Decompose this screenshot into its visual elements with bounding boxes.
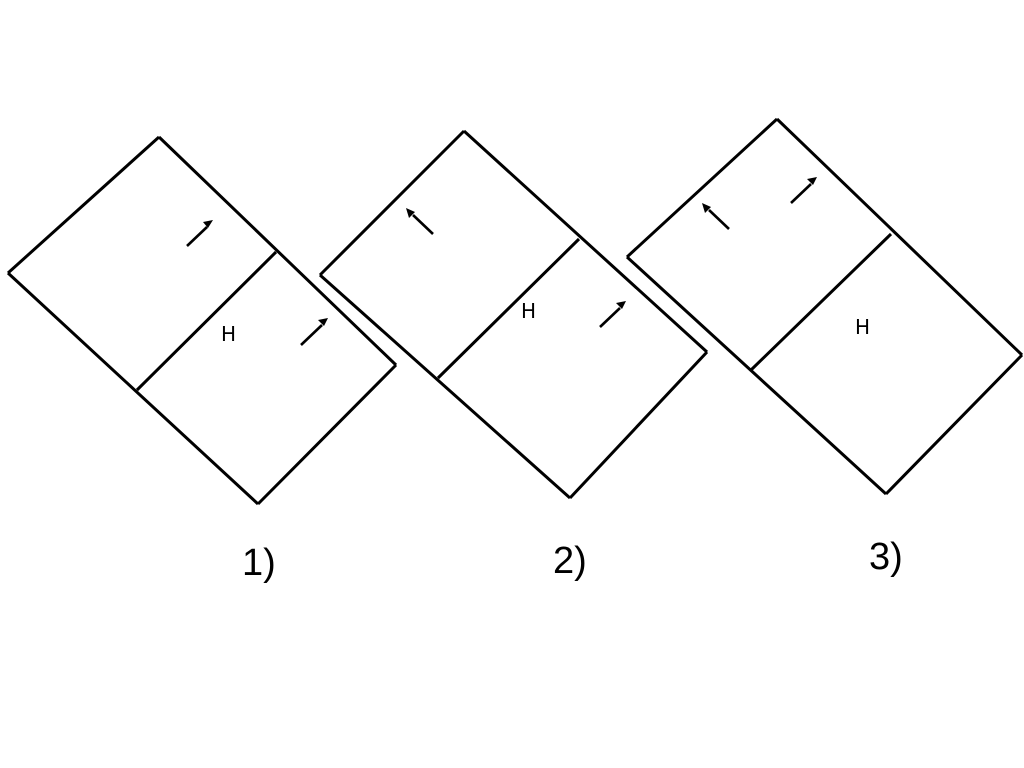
panel-3-bottom-left-edge (625, 255, 888, 496)
panel-1-bottom-left-edge (6, 271, 260, 506)
panel-2-bottom-left-edge (319, 273, 571, 500)
panel-3-arrow-2-shaft (790, 183, 812, 204)
panel-3-top-right-edge (775, 117, 1024, 357)
panel-2-arrow-2-shaft (599, 307, 621, 328)
panel-3-arrow-1-head (702, 203, 711, 213)
panel-1-arrow-2-head (318, 318, 328, 326)
panel-1: H 1) (6, 135, 398, 584)
panel-3-arrow-2 (790, 177, 817, 204)
panel-2: H 2) (318, 129, 709, 582)
panel-1-arrow-2-shaft (300, 324, 323, 346)
panel-1-arrow-1-shaft (186, 226, 208, 247)
panel-1-arrow-1 (186, 220, 213, 247)
panel-2-arrow-2 (599, 301, 626, 328)
panel-1-bottom-right-edge (256, 363, 398, 506)
panel-2-outline (318, 129, 709, 500)
panel-2-number-label: 2) (553, 540, 587, 582)
panel-3-arrow-2-head (807, 177, 817, 185)
panel-3-arrow-1 (702, 203, 730, 230)
panel-3-top-left-edge (625, 117, 779, 259)
panel-2-arrow-2-head (616, 301, 626, 309)
panel-3-divider (749, 232, 893, 372)
panel-3-arrow-1-shaft (708, 209, 730, 230)
panel-3-region-label: H (855, 315, 870, 339)
panel-3-number-label: 3) (869, 536, 903, 578)
panel-1-number-label: 1) (242, 542, 276, 584)
panel-2-bottom-right-edge (568, 350, 709, 500)
panel-2-divider (436, 237, 581, 380)
panel-2-top-left-edge (318, 129, 466, 277)
panel-2-arrow-1 (406, 208, 434, 235)
panel-2-top-right-edge (462, 129, 709, 354)
panel-1-top-right-edge (157, 135, 398, 367)
panel-1-top-left-edge (6, 135, 161, 275)
panel-3: H 3) (625, 117, 1024, 578)
panel-2-arrow-1-shaft (412, 214, 434, 235)
panel-3-bottom-right-edge (884, 353, 1024, 496)
panel-1-outline (6, 135, 398, 506)
panel-1-divider (135, 250, 278, 392)
panel-2-arrow-1-head (406, 208, 415, 218)
panel-1-arrow-1-head (203, 220, 213, 228)
panel-3-outline (625, 117, 1024, 496)
panel-1-region-label: H (221, 322, 236, 346)
panel-2-region-label: H (521, 299, 536, 323)
panel-1-arrow-2 (300, 318, 328, 346)
